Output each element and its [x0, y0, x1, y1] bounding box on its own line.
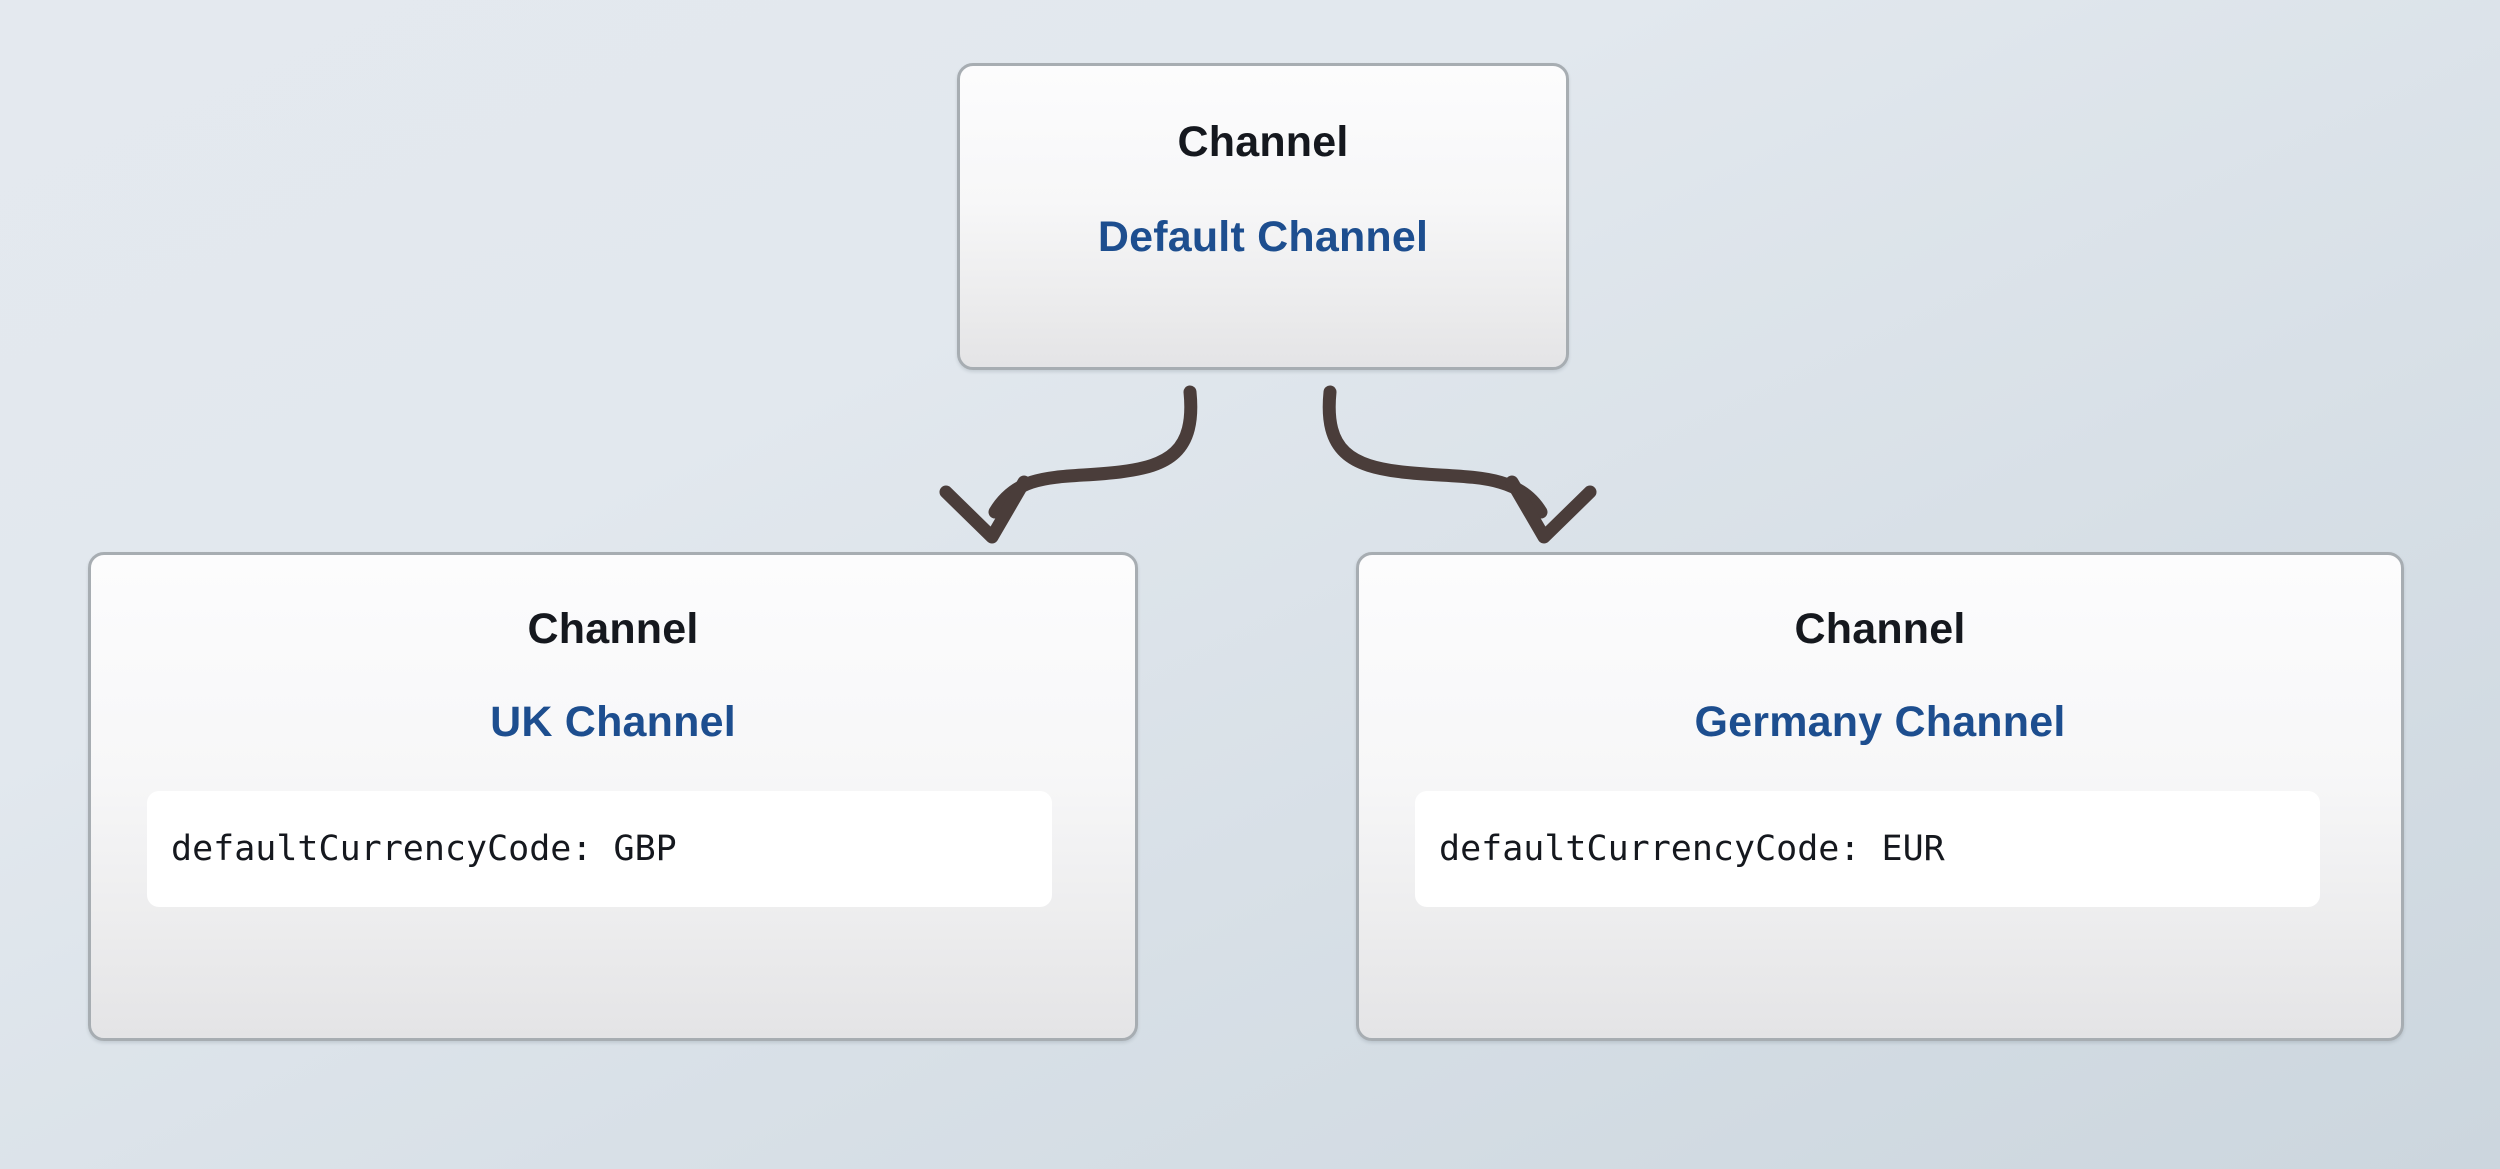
node-uk-channel[interactable]: Channel UK Channel defaultCurrencyCode: …: [88, 552, 1138, 1041]
node-default-channel[interactable]: Channel Default Channel: [957, 63, 1569, 370]
edge-root-to-germany: [1322, 385, 1597, 544]
node-property-chip: defaultCurrencyCode: EUR: [1415, 791, 2320, 907]
edge-root-to-uk: [939, 385, 1198, 544]
node-title-label: Germany Channel: [1694, 698, 2066, 746]
node-germany-channel[interactable]: Channel Germany Channel defaultCurrencyC…: [1356, 552, 2404, 1041]
node-type-label: Channel: [527, 605, 699, 653]
node-type-label: Channel: [1177, 118, 1349, 166]
node-title-label: Default Channel: [1097, 213, 1429, 261]
node-type-label: Channel: [1794, 605, 1966, 653]
node-property-chip: defaultCurrencyCode: GBP: [147, 791, 1052, 907]
node-title-label: UK Channel: [490, 698, 736, 746]
